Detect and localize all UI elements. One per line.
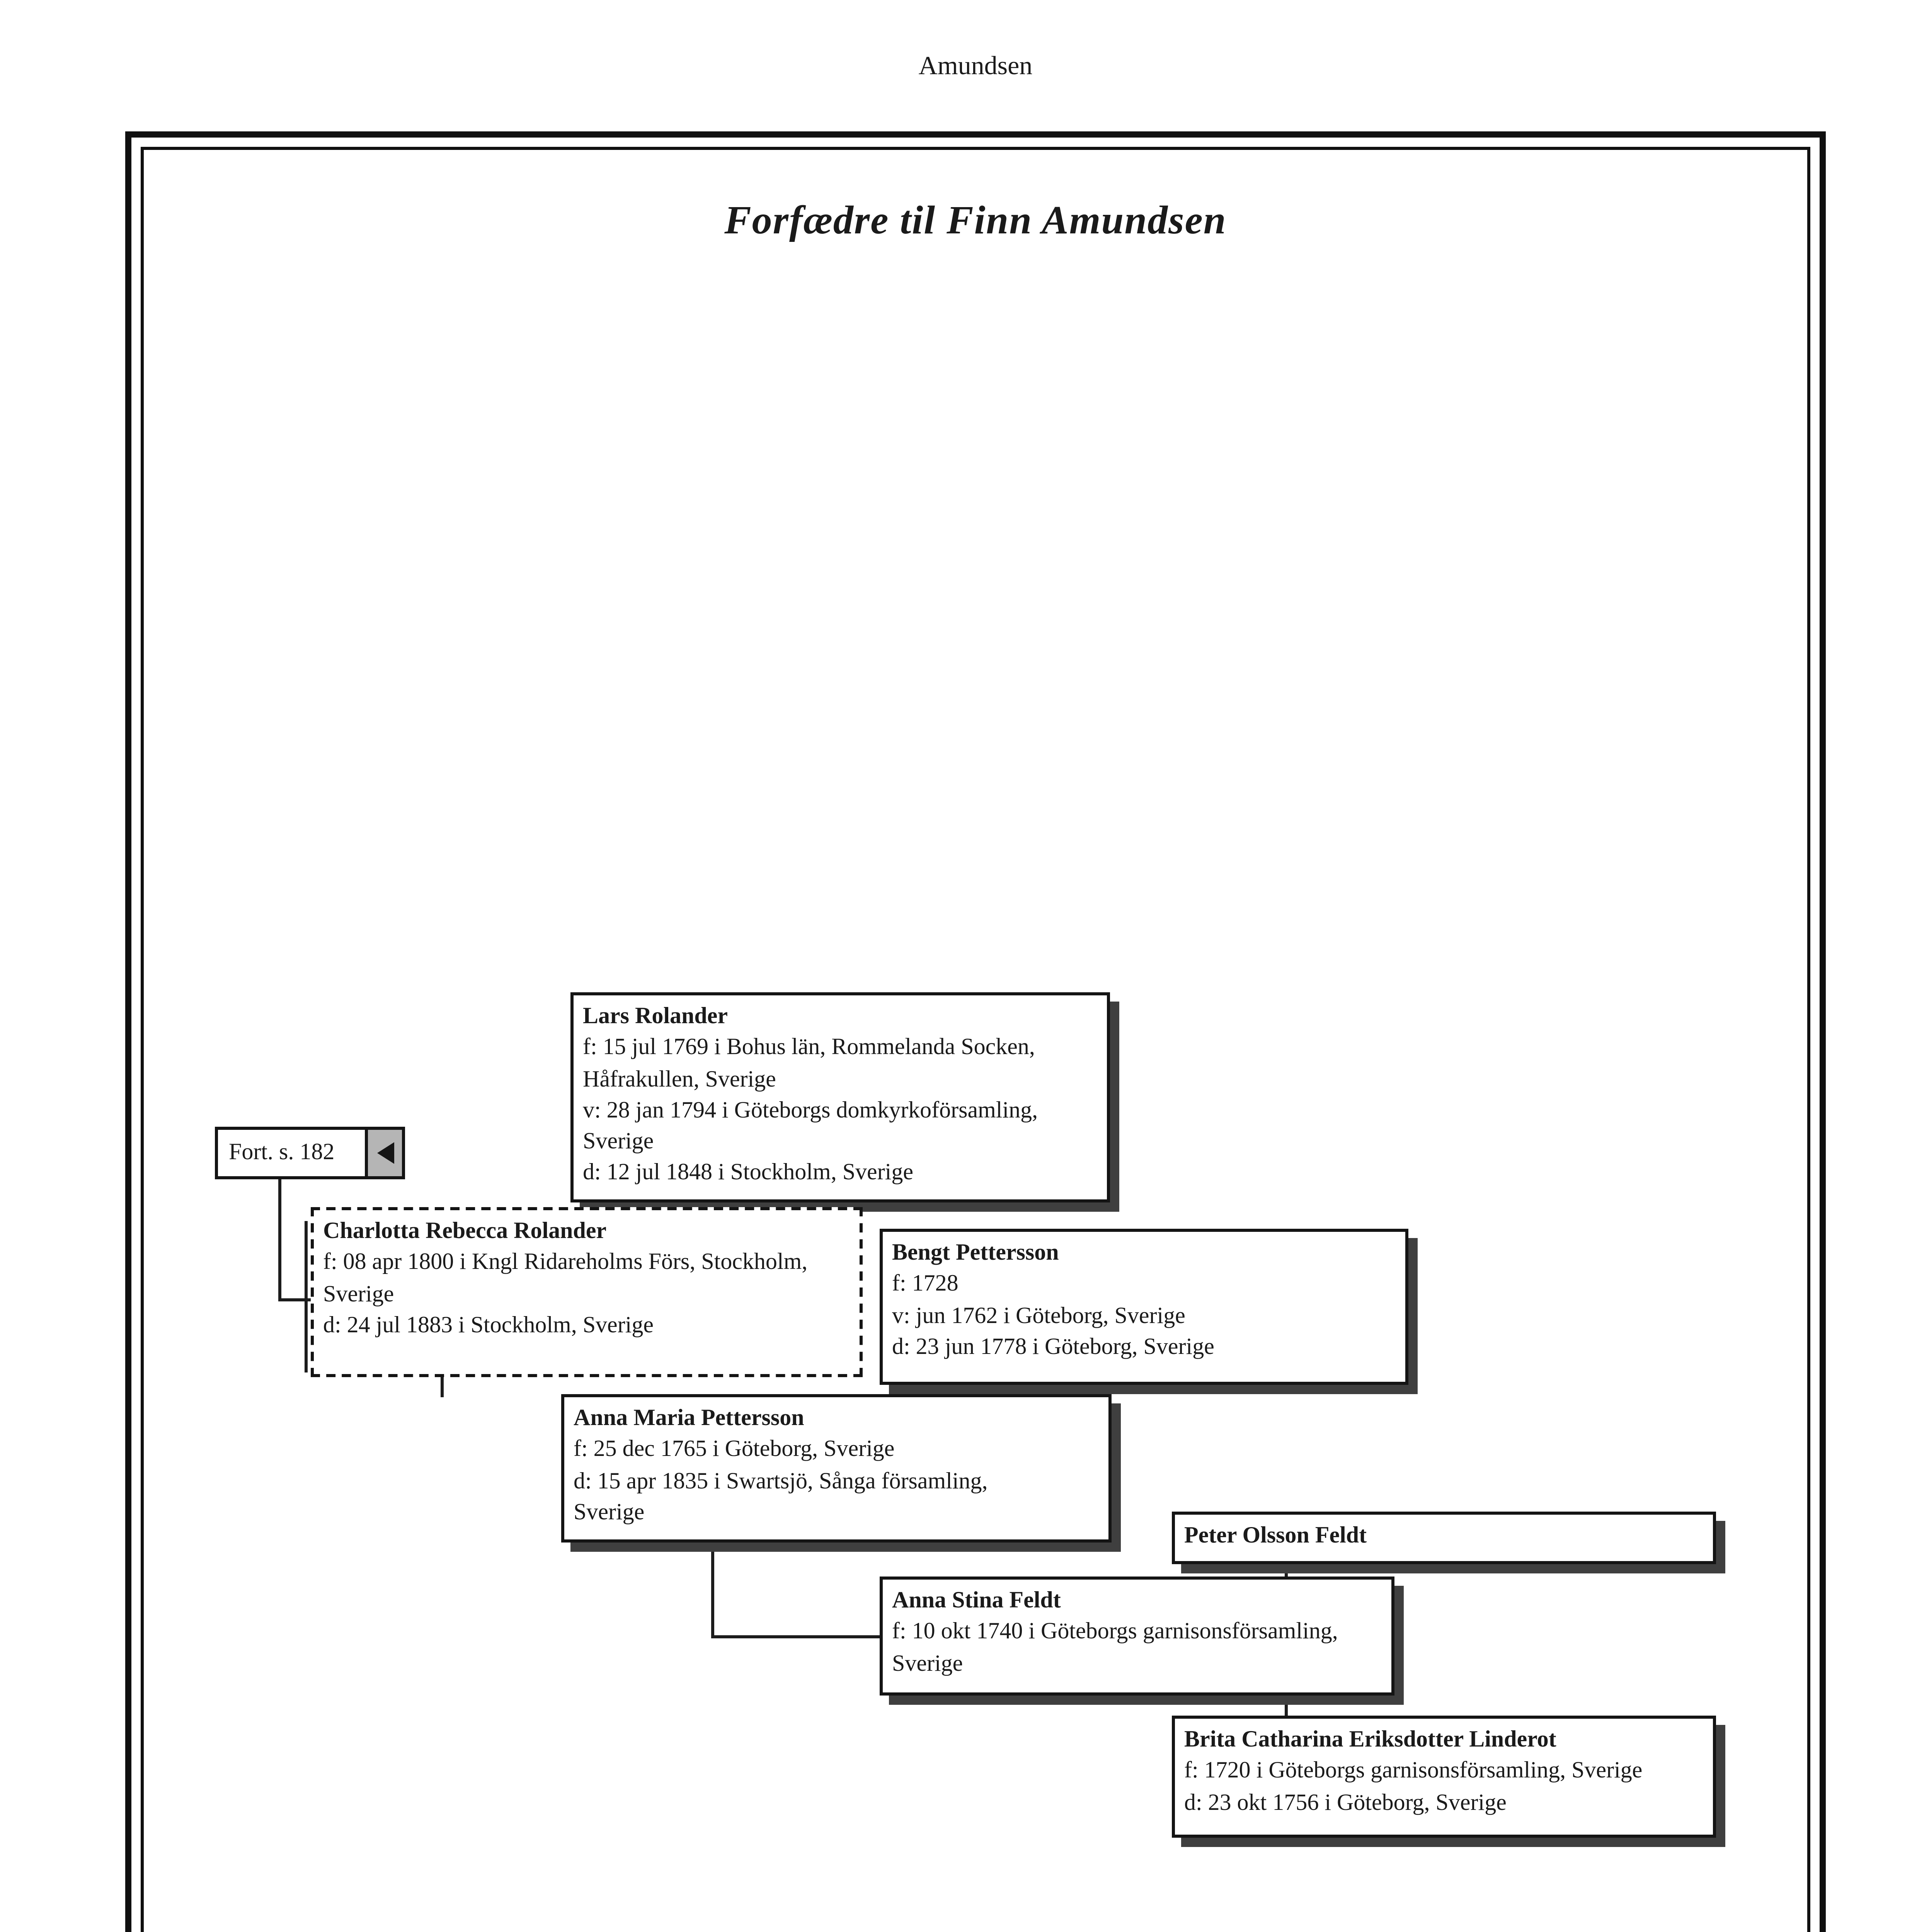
- person-box-peter-olsson-feldt: Peter Olsson Feldt: [1172, 1512, 1716, 1564]
- connector-anna-maria-to-bengt: [976, 1382, 979, 1397]
- continuation-box: Fort. s. 182: [215, 1127, 405, 1179]
- running-header: Amundsen: [918, 51, 1033, 80]
- chart-title: Forfædre til Finn Amundsen: [724, 198, 1227, 243]
- connector-anna-maria-down-vertical: [711, 1539, 714, 1638]
- person-box-lars-rolander: Lars Rolander f: 15 jul 1769 i Bohus län…: [570, 992, 1110, 1202]
- connector-charlotta-bracket: [305, 1221, 308, 1372]
- continuation-arrow-button[interactable]: [365, 1130, 402, 1176]
- page-border-frame: [125, 131, 1826, 1932]
- person-details: f: 1728 v: jun 1762 i Göteborg, Sverige …: [892, 1272, 1214, 1360]
- person-name: Lars Rolander: [583, 1005, 728, 1029]
- person-name: Brita Catharina Eriksdotter Linderot: [1184, 1728, 1556, 1753]
- connector-anna-stina-to-peter: [1285, 1561, 1288, 1580]
- person-details: f: 10 okt 1740 i Göteborgs garnisonsförs…: [892, 1620, 1338, 1676]
- person-details: f: 15 jul 1769 i Bohus län, Rommelanda S…: [583, 1036, 1038, 1186]
- person-box-anna-stina-feldt: Anna Stina Feldt f: 10 okt 1740 i Götebo…: [880, 1577, 1394, 1696]
- person-details: f: 25 dec 1765 i Göteborg, Sverige d: 15…: [574, 1438, 988, 1525]
- connector-continuation-vertical: [278, 1179, 281, 1301]
- person-details: f: 08 apr 1800 i Kngl Ridareholms Förs, …: [323, 1251, 808, 1338]
- connector-charlotta-to-lars: [767, 1199, 770, 1210]
- person-name: Bengt Pettersson: [892, 1241, 1059, 1266]
- person-name: Anna Stina Feldt: [892, 1589, 1061, 1614]
- person-name: Anna Maria Pettersson: [574, 1406, 804, 1431]
- page-border-frame-inner: [141, 147, 1810, 1932]
- person-box-charlotta-rebecca-rolander: Charlotta Rebecca Rolander f: 08 apr 180…: [311, 1207, 863, 1377]
- person-details: f: 1720 i Göteborgs garnisonsförsamling,…: [1184, 1759, 1643, 1815]
- person-box-bengt-pettersson: Bengt Pettersson f: 1728 v: jun 1762 i G…: [880, 1229, 1408, 1385]
- person-name: Charlotta Rebecca Rolander: [323, 1219, 607, 1244]
- connector-anna-stina-to-brita: [1285, 1692, 1288, 1719]
- person-box-brita-catharina-eriksdotter-linderot: Brita Catharina Eriksdotter Linderot f: …: [1172, 1716, 1716, 1838]
- connector-anna-maria-to-anna-stina: [711, 1635, 883, 1638]
- person-name: Peter Olsson Feldt: [1184, 1524, 1367, 1549]
- left-triangle-icon: [376, 1142, 393, 1164]
- continuation-label: Fort. s. 182: [229, 1140, 335, 1165]
- connector-charlotta-to-anna-maria: [441, 1374, 444, 1397]
- connector-continuation-horizontal: [278, 1298, 314, 1301]
- person-box-anna-maria-pettersson: Anna Maria Pettersson f: 25 dec 1765 i G…: [561, 1394, 1112, 1543]
